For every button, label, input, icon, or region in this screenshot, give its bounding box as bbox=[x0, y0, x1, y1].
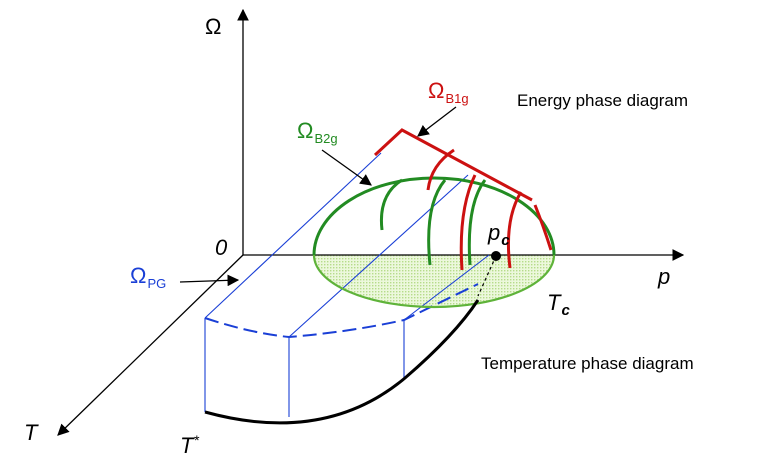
t-star-label: T* bbox=[180, 432, 199, 459]
sc-dome-lower-outline bbox=[312, 254, 556, 309]
b2g-curves bbox=[379, 178, 487, 266]
energy-phase-diagram-title: Energy phase diagram bbox=[517, 91, 689, 110]
omega-axis-label: Ω bbox=[205, 14, 222, 39]
pc-dashed-line bbox=[477, 255, 497, 297]
omega-pg-sub: PG bbox=[147, 276, 167, 291]
p-axis-label: p bbox=[658, 264, 671, 289]
omega-pg-label: ΩPG bbox=[130, 263, 166, 291]
t-axis-line bbox=[57, 254, 244, 436]
pc-label: pc bbox=[488, 220, 510, 249]
omega-b1g-sub: B1g bbox=[445, 91, 469, 106]
sc-dome-lower-shading bbox=[314, 255, 554, 307]
omega-b1g-label: ΩB1g bbox=[428, 78, 469, 106]
pseudogap-wireframe bbox=[204, 152, 490, 417]
pc-main: p bbox=[488, 220, 501, 245]
omega-b2g-main: Ω bbox=[297, 118, 314, 143]
t-star-sup: * bbox=[193, 432, 199, 448]
pc-sub: c bbox=[501, 232, 510, 249]
omega-b1g-main: Ω bbox=[428, 78, 445, 103]
pc-point bbox=[491, 251, 501, 261]
b2g-dome-upper bbox=[312, 176, 556, 256]
omega-b2g-label: ΩB2g bbox=[297, 118, 338, 146]
pg-callout-arrow bbox=[179, 274, 240, 287]
t-star-main: T bbox=[180, 433, 194, 458]
b2g-callout-arrow bbox=[321, 149, 372, 186]
tc-sub: c bbox=[561, 302, 570, 319]
t-axis-label: T bbox=[24, 420, 38, 445]
pseudogap-dashed-boundary bbox=[204, 283, 479, 339]
temperature-phase-diagram-title: Temperature phase diagram bbox=[481, 354, 694, 373]
omega-pg-main: Ω bbox=[130, 263, 147, 288]
b1g-callout-arrow bbox=[417, 106, 457, 137]
b1g-curves bbox=[373, 128, 553, 271]
tc-label: Tc bbox=[547, 290, 570, 319]
origin-label: 0 bbox=[215, 235, 228, 260]
omega-b2g-sub: B2g bbox=[314, 131, 338, 146]
t-star-curve bbox=[204, 299, 480, 425]
tc-main: T bbox=[547, 290, 561, 315]
